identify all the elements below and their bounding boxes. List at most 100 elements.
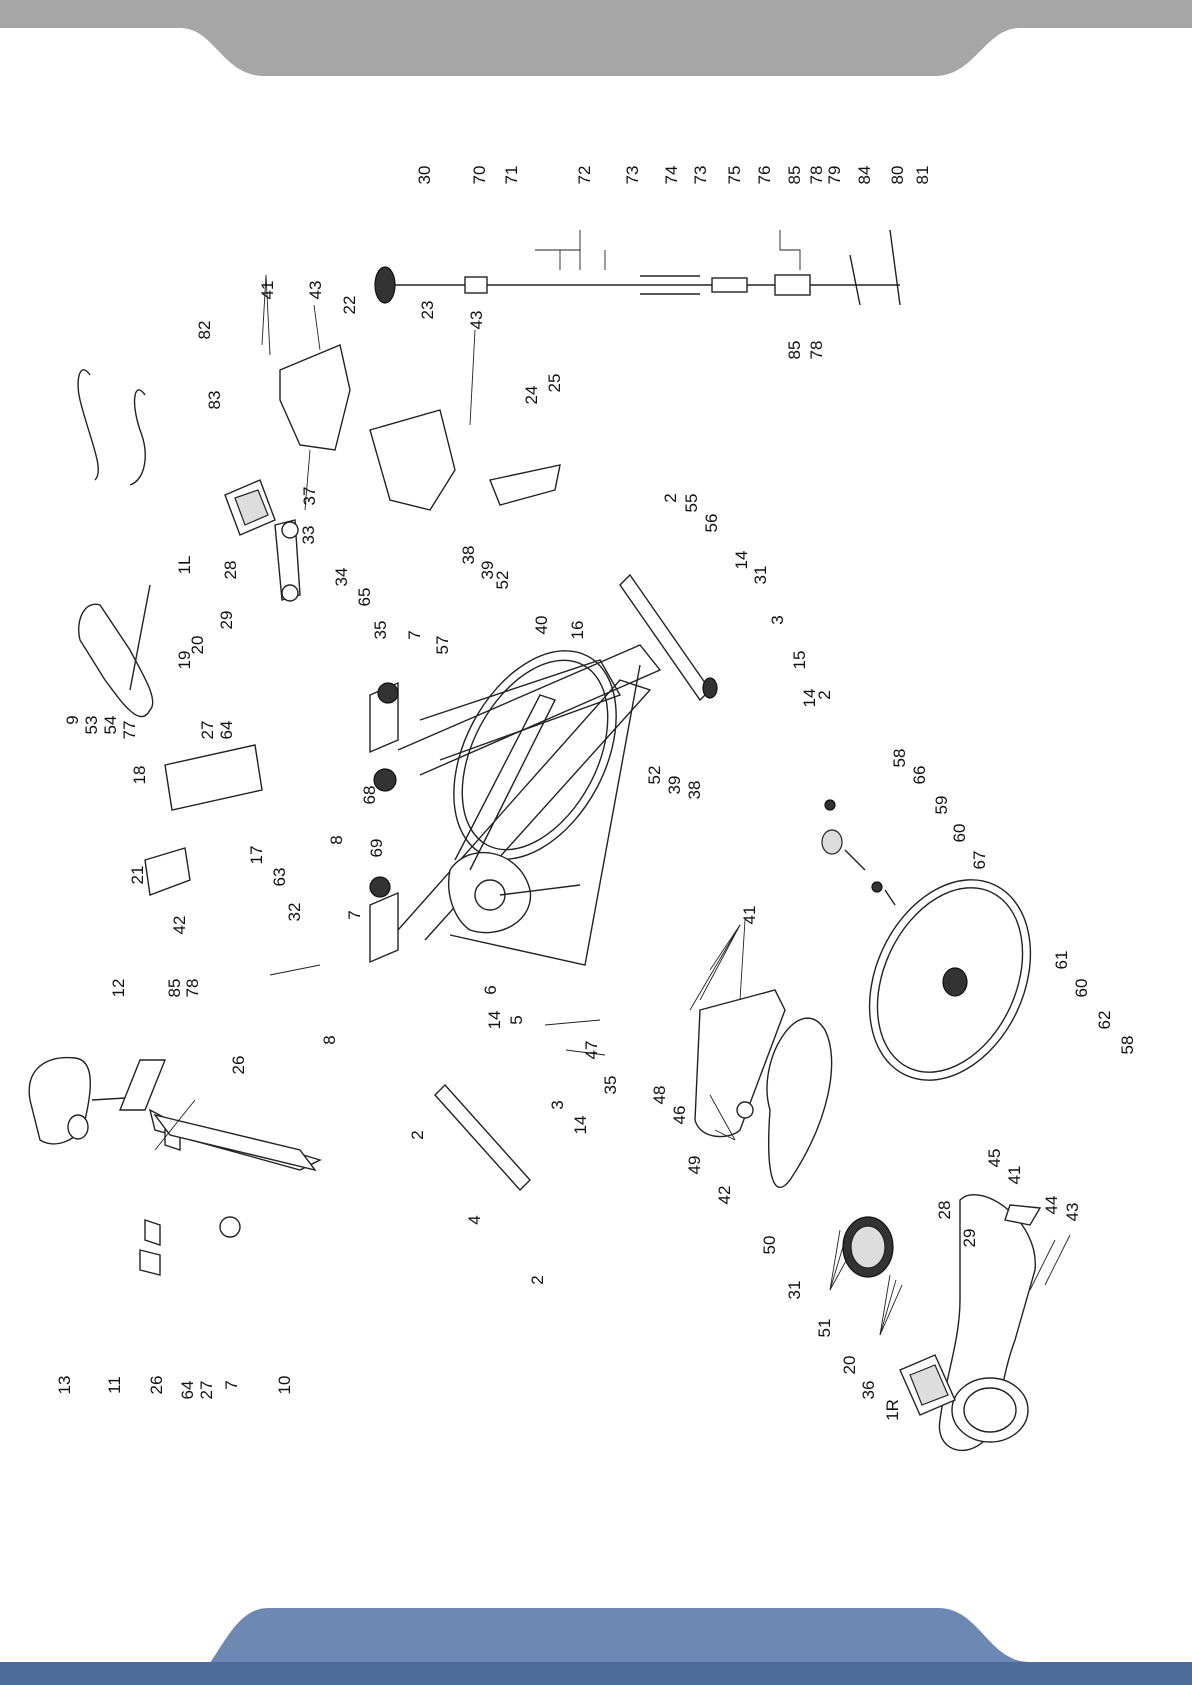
label-45: 45 <box>985 1149 1004 1168</box>
label-14-b: 14 <box>800 689 819 708</box>
label-27-a: 27 <box>198 721 217 740</box>
label-7-a: 7 <box>405 630 424 639</box>
label-43-c: 43 <box>1063 1203 1082 1222</box>
label-52-b: 52 <box>645 766 664 785</box>
label-78-b: 78 <box>807 341 826 360</box>
label-60-a: 60 <box>950 824 969 843</box>
label-58-a: 58 <box>890 749 909 768</box>
label-82: 82 <box>195 321 214 340</box>
label-51: 51 <box>815 1319 834 1338</box>
flywheel <box>868 879 1032 1081</box>
label-53: 53 <box>82 716 101 735</box>
label-26-b: 26 <box>147 1376 166 1395</box>
handlebar-stem <box>144 744 263 896</box>
brake-parts <box>821 799 896 906</box>
label-46: 46 <box>670 1106 689 1125</box>
label-38-b: 38 <box>685 781 704 800</box>
label-28-b: 28 <box>935 1201 954 1220</box>
label-73-a: 73 <box>623 166 642 185</box>
label-31-b: 31 <box>785 1281 804 1300</box>
label-3-a: 3 <box>768 615 787 624</box>
label-64-b: 64 <box>178 1381 197 1400</box>
label-59: 59 <box>932 796 951 815</box>
label-60-b: 60 <box>1072 979 1091 998</box>
label-10: 10 <box>275 1376 294 1395</box>
label-34: 34 <box>332 568 351 587</box>
label-73-b: 73 <box>691 166 710 185</box>
footer-band <box>0 1608 1192 1685</box>
label-67: 67 <box>970 851 989 870</box>
label-64-a: 64 <box>217 721 236 740</box>
leader-lines <box>154 230 1071 1336</box>
label-6: 6 <box>481 985 500 994</box>
label-70: 70 <box>470 166 489 185</box>
right-pedal <box>899 1354 956 1416</box>
tension-rod <box>374 229 901 306</box>
label-14-d: 14 <box>571 1116 590 1135</box>
label-5: 5 <box>507 1015 526 1024</box>
pulley <box>842 1216 894 1278</box>
label-56: 56 <box>702 514 721 533</box>
label-74: 74 <box>662 166 681 185</box>
label-85-b: 85 <box>785 341 804 360</box>
label-25: 25 <box>545 374 564 393</box>
label-42-b: 42 <box>715 1186 734 1205</box>
label-14-a: 14 <box>732 551 751 570</box>
label-72: 72 <box>575 166 594 185</box>
label-15: 15 <box>790 651 809 670</box>
label-11: 11 <box>105 1376 124 1394</box>
left-crank <box>274 519 301 602</box>
label-66: 66 <box>910 766 929 785</box>
label-2-b: 2 <box>815 690 834 699</box>
left-pedal <box>224 479 276 536</box>
header-band <box>0 0 1192 76</box>
label-23: 23 <box>418 301 437 320</box>
part-number-labels: 30 70 71 72 73 74 73 75 76 85 78 79 84 8… <box>55 166 1137 1421</box>
label-2-c: 2 <box>408 1130 427 1139</box>
label-76: 76 <box>755 166 774 185</box>
label-68: 68 <box>360 786 379 805</box>
label-58-b: 58 <box>1118 1036 1137 1055</box>
label-55: 55 <box>682 494 701 513</box>
label-83: 83 <box>205 391 224 410</box>
label-40: 40 <box>532 616 551 635</box>
label-28-a: 28 <box>221 561 240 580</box>
label-16: 16 <box>568 621 587 640</box>
label-29-b: 29 <box>960 1229 979 1248</box>
label-36: 36 <box>859 1381 878 1400</box>
front-stabilizer <box>619 573 718 702</box>
label-33: 33 <box>299 526 318 545</box>
label-85-c: 85 <box>165 979 184 998</box>
label-4: 4 <box>465 1215 484 1224</box>
label-19: 19 <box>175 651 194 670</box>
label-41-a: 41 <box>258 281 277 300</box>
seat-slide-tube <box>139 1113 317 1276</box>
drive-belt <box>766 1017 833 1188</box>
label-79: 79 <box>825 166 844 185</box>
label-49: 49 <box>685 1156 704 1175</box>
chain-guard <box>938 1194 1042 1451</box>
label-50: 50 <box>760 1236 779 1255</box>
label-57: 57 <box>433 636 452 655</box>
label-41-b: 41 <box>740 906 759 925</box>
label-43-b: 43 <box>467 311 486 330</box>
label-61: 61 <box>1052 951 1071 970</box>
label-81: 81 <box>913 166 932 185</box>
label-35-b: 35 <box>601 1076 620 1095</box>
label-42-a: 42 <box>170 916 189 935</box>
label-65: 65 <box>355 588 374 607</box>
label-31-a: 31 <box>751 566 770 585</box>
label-52-a: 52 <box>493 571 512 590</box>
label-21: 21 <box>128 866 147 885</box>
label-38-a: 38 <box>459 546 478 565</box>
label-8-a: 8 <box>327 835 346 844</box>
label-12: 12 <box>109 979 128 998</box>
label-8-b: 8 <box>320 1035 339 1044</box>
label-37: 37 <box>300 487 319 506</box>
label-27-b: 27 <box>197 1381 216 1400</box>
label-69: 69 <box>367 839 386 858</box>
rear-stabilizer <box>434 1083 531 1192</box>
label-44: 44 <box>1042 1196 1061 1215</box>
